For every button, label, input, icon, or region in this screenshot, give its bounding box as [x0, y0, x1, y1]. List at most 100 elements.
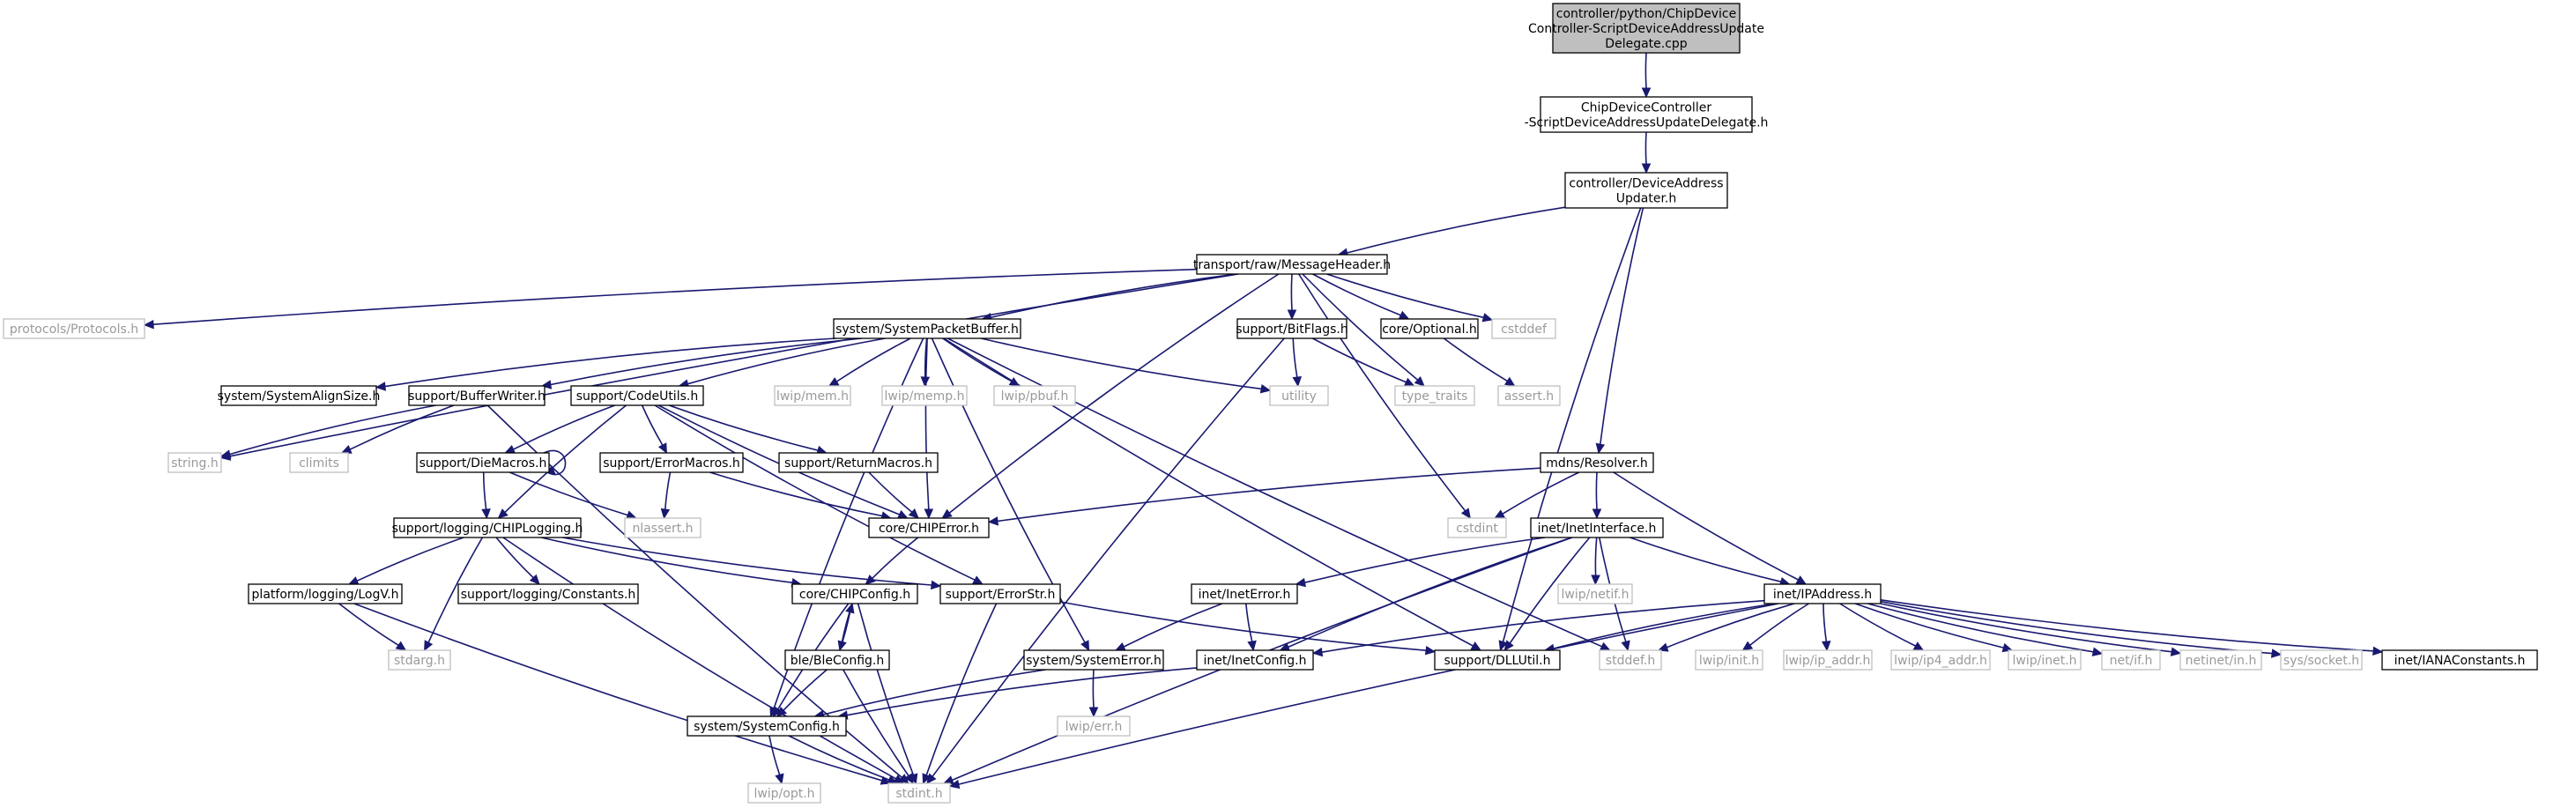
edge-line [783, 669, 828, 711]
node-bleconfig[interactable]: ble/BleConfig.h [784, 649, 890, 671]
node-lwip_init[interactable]: lwip/init.h [1695, 649, 1763, 671]
node-ipaddr[interactable]: inet/IPAddress.h [1763, 583, 1882, 604]
node-codeutils[interactable]: support/CodeUtils.h [570, 385, 704, 406]
edge-arrowhead [1503, 640, 1514, 651]
node-string_h[interactable]: string.h [167, 452, 222, 473]
node-label: mdns/Resolver.h [1546, 456, 1648, 471]
node-box [2381, 649, 2538, 671]
edge-arrowhead [1657, 642, 1669, 652]
edge-chiplogging-to-chipconfig [541, 537, 802, 588]
node-stdint[interactable]: stdint.h [887, 782, 951, 804]
edge-msghdr-to-cstdint [1298, 273, 1472, 519]
node-sysalign[interactable]: system/SystemAlignSize.h [218, 385, 381, 406]
node-label: cstdint [1456, 522, 1498, 536]
edge-chiplogging-to-stdint [502, 537, 905, 784]
node-lwip_ipaddr[interactable]: lwip/ip_addr.h [1783, 649, 1873, 671]
node-box [1540, 452, 1654, 473]
node-chiplogging[interactable]: support/logging/CHIPLogging.h [392, 517, 583, 538]
edge-arrowhead [941, 508, 953, 519]
node-box [1557, 583, 1633, 604]
node-bitflags[interactable]: support/BitFlags.h [1236, 318, 1348, 339]
edge-line [868, 471, 913, 513]
node-optional[interactable]: core/Optional.h [1380, 318, 1479, 339]
node-lwip_pbuf[interactable]: lwip/pbuf.h [993, 385, 1076, 406]
node-box [416, 452, 550, 473]
node-type_traits[interactable]: type_traits [1394, 385, 1475, 406]
node-lwip_netif[interactable]: lwip/netif.h [1557, 583, 1633, 604]
edge-syserror-to-lwip_err [1088, 669, 1099, 718]
node-label: platform/logging/LogV.h [252, 588, 399, 602]
node-label: stdint.h [895, 787, 942, 801]
node-net_if[interactable]: net/if.h [2101, 649, 2161, 671]
node-label: inet/InetError.h [1199, 588, 1291, 602]
node-label: controller/python/ChipDevice [1556, 7, 1737, 21]
edge-line [669, 404, 819, 451]
node-box [2179, 649, 2262, 671]
node-spb[interactable]: system/SystemPacketBuffer.h [833, 318, 1021, 339]
node-assert_h[interactable]: assert.h [1497, 385, 1561, 406]
node-dllutil[interactable]: support/DLLUtil.h [1434, 649, 1561, 671]
node-errormacros[interactable]: support/ErrorMacros.h [599, 452, 744, 473]
node-diemacros[interactable]: support/DieMacros.h [416, 452, 550, 473]
node-logv[interactable]: platform/logging/LogV.h [248, 583, 403, 604]
edge-line [550, 337, 863, 386]
node-lwip_ip4addr[interactable]: lwip/ip4_addr.h [1890, 649, 1991, 671]
node-ianaconst[interactable]: inet/IANAConstants.h [2381, 649, 2538, 671]
node-resolver[interactable]: mdns/Resolver.h [1540, 452, 1654, 473]
edge-line [843, 669, 909, 776]
node-box [1552, 3, 1741, 54]
edge-line [948, 273, 1280, 514]
node-lwip_memp[interactable]: lwip/memp.h [881, 385, 968, 406]
edge-bleconfig-to-stdint [843, 669, 914, 785]
node-sysconfig[interactable]: system/SystemConfig.h [687, 715, 847, 737]
node-box [457, 583, 639, 604]
edge-line [495, 537, 534, 579]
edge-resolver-to-inetif [1592, 471, 1602, 520]
node-msghdr[interactable]: transport/raw/MessageHeader.h [1193, 254, 1391, 275]
node-logconst[interactable]: support/logging/Constants.h [457, 583, 639, 604]
edge-line [947, 337, 1602, 648]
node-errorstr[interactable]: support/ErrorStr.h [939, 583, 1061, 604]
node-inetconfig[interactable]: inet/InetConfig.h [1196, 649, 1314, 671]
node-nlassert[interactable]: nlassert.h [624, 517, 702, 538]
node-lwip_inet[interactable]: lwip/inet.h [2008, 649, 2082, 671]
node-stdarg[interactable]: stdarg.h [388, 649, 451, 671]
node-lwip_err[interactable]: lwip/err.h [1057, 715, 1131, 737]
edge-arrowhead [776, 706, 787, 717]
edge-line [543, 449, 567, 476]
node-climits[interactable]: climits [289, 452, 349, 473]
edge-arrowhead [893, 774, 905, 784]
node-utility[interactable]: utility [1269, 385, 1329, 406]
node-protocols[interactable]: protocols/Protocols.h [3, 318, 145, 339]
node-netinet_in[interactable]: netinet/in.h [2179, 649, 2262, 671]
node-box [1196, 254, 1388, 275]
node-stddef[interactable]: stddef.h [1599, 649, 1662, 671]
edge-line [857, 603, 915, 775]
edge-line [1123, 603, 1223, 648]
node-label: assert.h [1504, 389, 1554, 404]
node-cstdint[interactable]: cstdint [1447, 517, 1507, 538]
edge-line [1880, 599, 2374, 652]
node-returnmacros[interactable]: support/ReturnMacros.h [778, 452, 939, 473]
node-inetif[interactable]: inet/InetInterface.h [1530, 517, 1664, 538]
edge-line [687, 337, 886, 385]
node-cstddef[interactable]: cstddef [1491, 318, 1556, 339]
edge-arrowhead [347, 576, 360, 585]
node-ineterror[interactable]: inet/InetError.h [1191, 583, 1298, 604]
node-bufwriter[interactable]: support/BufferWriter.h [408, 385, 546, 406]
edge-root-to-sdaud_h [1641, 52, 1652, 99]
node-lwip_mem[interactable]: lwip/mem.h [774, 385, 851, 406]
node-sdaud_h[interactable]: ChipDeviceController-ScriptDeviceAddress… [1525, 96, 1769, 133]
node-root[interactable]: controller/python/ChipDeviceController-S… [1528, 3, 1764, 54]
node-label: support/CodeUtils.h [576, 389, 698, 404]
node-lwip_opt[interactable]: lwip/opt.h [747, 782, 821, 804]
edge-optional-to-assert_h [1443, 337, 1516, 387]
node-chipconfig[interactable]: core/CHIPConfig.h [791, 583, 918, 604]
node-sys_socket[interactable]: sys/socket.h [2280, 649, 2363, 671]
edge-arrowhead [1503, 376, 1516, 387]
edge-ipaddr-to-stdint [948, 603, 1779, 789]
edge-line [152, 268, 1198, 325]
node-chiperror[interactable]: core/CHIPError.h [868, 517, 990, 538]
node-syserror[interactable]: system/SystemError.h [1023, 649, 1164, 671]
